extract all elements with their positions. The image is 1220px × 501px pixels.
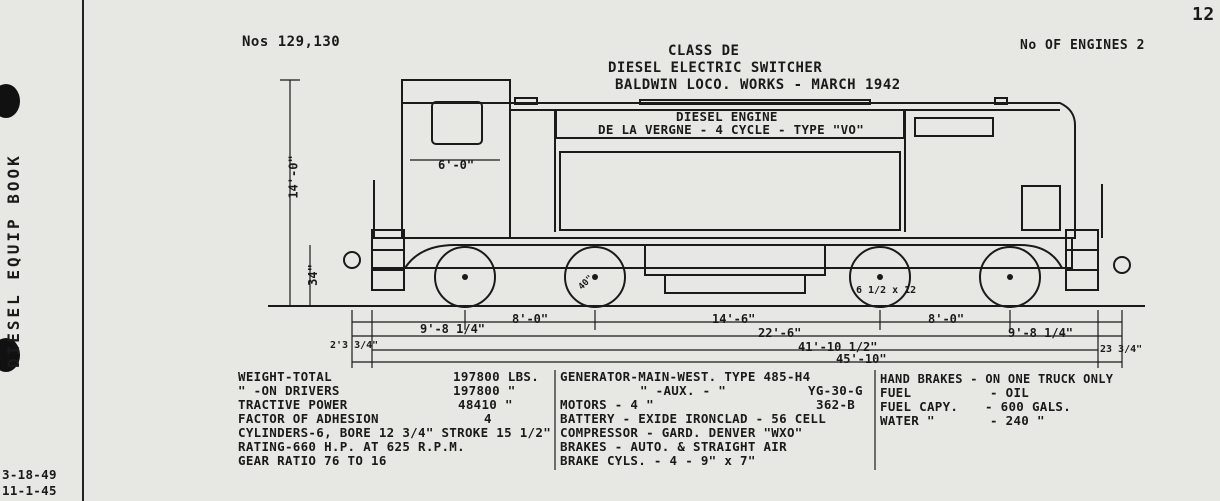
spec-right-3-label: WATER " bbox=[880, 413, 935, 428]
underframe bbox=[371, 237, 1073, 269]
date-1: 3-18-49 bbox=[2, 467, 57, 482]
title-class: CLASS DE bbox=[668, 43, 740, 59]
spec-left-5-label: RATING-660 H.P. AT 625 R.P.M. bbox=[238, 439, 465, 454]
dim-wheel-right: 6 1/2 x 12 bbox=[856, 285, 917, 296]
spec-mid-4-label: COMPRESSOR - GARD. DENVER "WXO" bbox=[560, 425, 803, 440]
fuel-tank bbox=[644, 244, 826, 276]
binder-hole-bottom bbox=[0, 338, 20, 372]
binder-hole-top bbox=[0, 84, 20, 118]
spec-mid-5-label: BRAKES - AUTO. & STRAIGHT AIR bbox=[560, 439, 787, 454]
dim-center-span: 14'-6" bbox=[712, 312, 756, 326]
spec-left-4-label: CYLINDERS-6, BORE 12 3/4" STROKE 15 1/2" bbox=[238, 425, 552, 440]
spec-left-1-label: " -ON DRIVERS bbox=[238, 383, 340, 398]
coupler-left bbox=[343, 251, 361, 269]
engine-label-line2: DE LA VERGNE - 4 CYCLE - TYPE "VO" bbox=[598, 122, 865, 137]
coupler-right bbox=[1113, 256, 1131, 274]
engine-label-panel bbox=[555, 109, 905, 139]
spec-mid-1-value: YG-30-G bbox=[808, 383, 863, 398]
dim-truck-left: 8'-0" bbox=[512, 312, 549, 326]
spec-mid-2-value: 362-B bbox=[816, 397, 856, 412]
spec-right-0-label: HAND BRAKES - ON ONE TRUCK ONLY bbox=[880, 372, 1114, 386]
dim-coupler-height: 34" bbox=[305, 264, 320, 286]
spec-right-1-label: FUEL bbox=[880, 385, 912, 400]
engine-label-line1: DIESEL ENGINE bbox=[676, 109, 778, 124]
hood bbox=[509, 102, 1076, 239]
radiator-grille bbox=[559, 151, 901, 231]
spec-right-2-value: - 600 GALS. bbox=[985, 399, 1072, 414]
dim-overall-length: 45'-10" bbox=[836, 352, 887, 366]
title-builder: BALDWIN LOCO. WORKS - MARCH 1942 bbox=[615, 77, 901, 93]
dim-overhang-right: 9'-8 1/4" bbox=[1008, 326, 1074, 340]
spec-left-3-label: FACTOR OF ADHESION bbox=[238, 411, 379, 426]
spec-left-0-label: WEIGHT-TOTAL bbox=[238, 369, 332, 384]
dim-truck-right: 8'-0" bbox=[928, 312, 965, 326]
engine-numbers: Nos 129,130 bbox=[242, 34, 341, 50]
spec-mid-1-label: " -AUX. - " bbox=[640, 383, 727, 398]
spec-left-0-value: 197800 LBS. bbox=[453, 369, 540, 384]
spec-left-2-value: 48410 " bbox=[458, 397, 513, 412]
dim-inside-length: 41'-10 1/2" bbox=[798, 340, 878, 354]
spec-mid-6-label: BRAKE CYLS. - 4 - 9" x 7" bbox=[560, 453, 756, 468]
page-number: 12 bbox=[1192, 4, 1215, 25]
spec-right-2-label: FUEL CAPY. bbox=[880, 399, 959, 414]
number-of-engines: No OF ENGINES 2 bbox=[1020, 38, 1145, 53]
spec-mid-2-label: MOTORS - 4 " bbox=[560, 397, 654, 412]
dim-end-left: 2'3 3/4" bbox=[330, 340, 379, 351]
dim-end-right: 23 3/4" bbox=[1100, 344, 1143, 355]
spec-left-6-label: GEAR RATIO 76 TO 16 bbox=[238, 453, 387, 468]
exhaust-stack bbox=[514, 97, 538, 105]
spec-right-1-value: - OIL bbox=[990, 385, 1030, 400]
dim-truck-centers: 22'-6" bbox=[758, 326, 802, 340]
spec-left-3-value: 4 bbox=[484, 411, 492, 426]
dim-height: 14'-0" bbox=[286, 155, 301, 199]
spec-left-2-label: TRACTIVE POWER bbox=[238, 397, 348, 412]
spec-left-1-value: 197800 " bbox=[453, 383, 516, 398]
title-type: DIESEL ELECTRIC SWITCHER bbox=[608, 60, 823, 76]
date-2: 11-1-45 bbox=[2, 483, 57, 498]
dim-cab-width: 6'-0" bbox=[438, 158, 475, 172]
dim-overhang-left: 9'-8 1/4" bbox=[420, 322, 486, 336]
spec-mid-3-label: BATTERY - EXIDE IRONCLAD - 56 CELL bbox=[560, 411, 827, 426]
spec-right-3-value: - 240 " bbox=[990, 413, 1045, 428]
cab-window bbox=[431, 101, 483, 145]
spec-mid-0-label: GENERATOR-MAIN-WEST. TYPE 485-H4 bbox=[560, 369, 811, 384]
